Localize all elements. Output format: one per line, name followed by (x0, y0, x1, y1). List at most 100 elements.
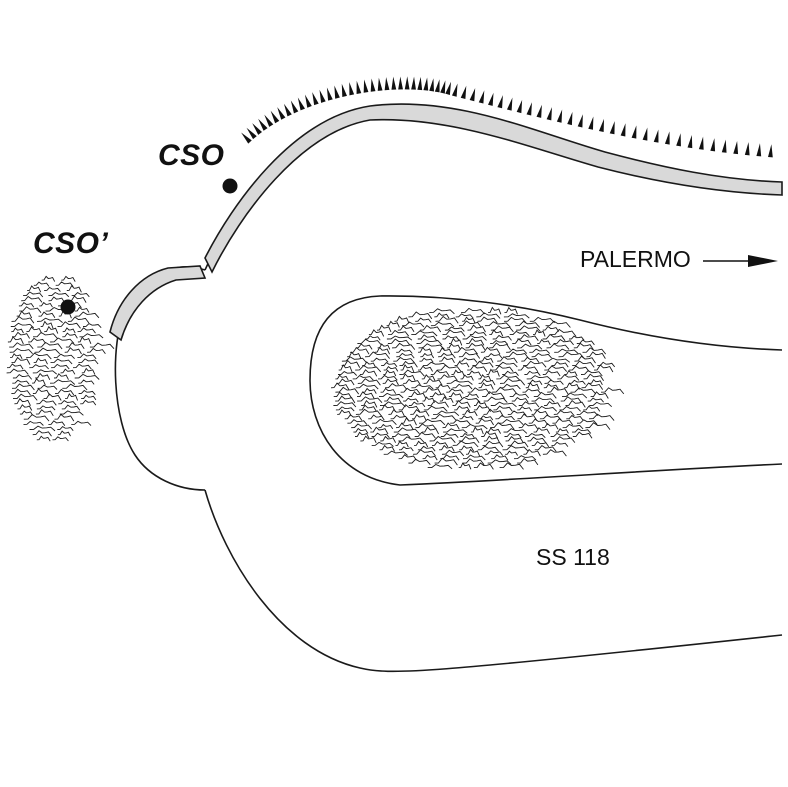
hatch-stroke (10, 353, 23, 360)
hatch-stroke (333, 401, 357, 408)
hatch-stroke (551, 441, 569, 447)
hatch-stroke (395, 422, 414, 430)
hatch-stroke (18, 301, 35, 308)
hatch-stroke (61, 404, 81, 411)
hatch-stroke (354, 431, 370, 439)
hatch-stroke (400, 364, 415, 373)
hatch-stroke (81, 394, 97, 401)
hatch-stroke (21, 295, 43, 303)
road-outline (114, 115, 783, 673)
hatch-stroke (359, 369, 378, 377)
escarpment-tick (277, 107, 286, 120)
escarpment-tick (341, 83, 347, 97)
hatch-stroke (588, 413, 615, 421)
escarpment-tick (270, 110, 280, 124)
hatch-stroke (526, 375, 552, 381)
hatch-stroke (378, 392, 404, 399)
hatch-stroke (39, 301, 53, 308)
hatch-stroke (349, 346, 370, 355)
escarpment-tick (469, 88, 476, 102)
hatch-stroke (484, 450, 504, 456)
escarpment-tick (241, 132, 252, 144)
hatch-stroke (74, 373, 100, 380)
hatch-stroke (489, 329, 504, 337)
hatch-stroke (518, 422, 539, 430)
hatch-stroke (570, 387, 597, 395)
hatch-stroke (23, 291, 44, 298)
hatch-stroke (32, 430, 52, 437)
escarpment-tick (506, 97, 513, 111)
escarpment-tick (258, 118, 268, 131)
hatch-stroke (572, 431, 593, 439)
hatch-stroke (400, 387, 421, 394)
hatch-stroke (387, 338, 411, 346)
hatch-stroke (333, 391, 353, 399)
hatch-stroke (53, 353, 75, 360)
hatch-stroke (64, 347, 82, 355)
hatch-stroke (414, 440, 429, 448)
hatch-stroke (61, 275, 76, 282)
hatch-stroke (33, 281, 50, 287)
hatch-stroke (544, 357, 571, 363)
hatch-stroke (341, 359, 361, 368)
hatch-stroke (376, 324, 392, 333)
hatch-stroke (517, 457, 539, 466)
hatch-stroke (446, 388, 464, 394)
hatch-stroke (481, 430, 499, 439)
hatch-stroke (503, 428, 528, 434)
hatch-stroke (335, 374, 349, 381)
hatch-stroke (6, 363, 24, 370)
hatch-stroke (11, 383, 35, 391)
hatch-stroke (347, 351, 362, 359)
hatch-stroke (390, 414, 409, 421)
hatch-stroke (411, 384, 434, 390)
hatch-stroke (485, 353, 503, 359)
escarpment-tick (687, 134, 693, 149)
hatch-stroke (78, 379, 95, 385)
hatch-stroke (383, 450, 408, 456)
hatch-stroke (66, 284, 82, 293)
hatch-stroke (57, 321, 81, 329)
hatch-stroke (11, 356, 31, 365)
escarpment-tick (588, 116, 594, 130)
hatch-stroke (473, 404, 491, 412)
hatch-stroke (568, 335, 585, 341)
hatch-stroke (32, 331, 58, 339)
hatch-stroke (356, 391, 375, 399)
hatch-stroke (553, 410, 575, 417)
hatch-stroke (515, 320, 540, 328)
hatch-stroke (490, 339, 509, 345)
hatch-stroke (355, 365, 382, 373)
hatch-stroke (65, 342, 85, 350)
hatch-stroke (359, 404, 377, 412)
hatch-stroke (335, 395, 356, 404)
hatch-stroke (461, 307, 485, 315)
hatch-stroke (471, 426, 484, 435)
hatch-stroke (410, 409, 430, 417)
hatch-stroke (398, 436, 425, 443)
hatch-stroke (362, 387, 377, 394)
hatch-stroke (467, 364, 488, 373)
hatch-stroke (523, 360, 547, 368)
hatch-stroke (384, 383, 408, 390)
hatch-stroke (495, 414, 515, 421)
hatch-stroke (53, 373, 69, 380)
hatch-stroke (71, 292, 90, 298)
hatch-stroke (9, 342, 34, 350)
escarpment-tick (546, 107, 552, 121)
hatch-stroke (40, 320, 54, 329)
hatch-stroke (397, 325, 415, 332)
hatch-stroke (434, 312, 450, 319)
hatch-stroke (454, 361, 470, 368)
island-outline (309, 295, 783, 486)
escarpment-tick (391, 76, 397, 90)
hatch-stroke (378, 423, 394, 430)
hatch-stroke (384, 396, 402, 403)
hatch-stroke (491, 454, 509, 461)
hatch-stroke (368, 414, 385, 421)
point-cso-prime (60, 299, 76, 315)
hatch-stroke (51, 363, 70, 370)
hatch-stroke (55, 388, 75, 396)
escarpment-tick (370, 78, 376, 92)
hatch-stroke (35, 409, 54, 417)
